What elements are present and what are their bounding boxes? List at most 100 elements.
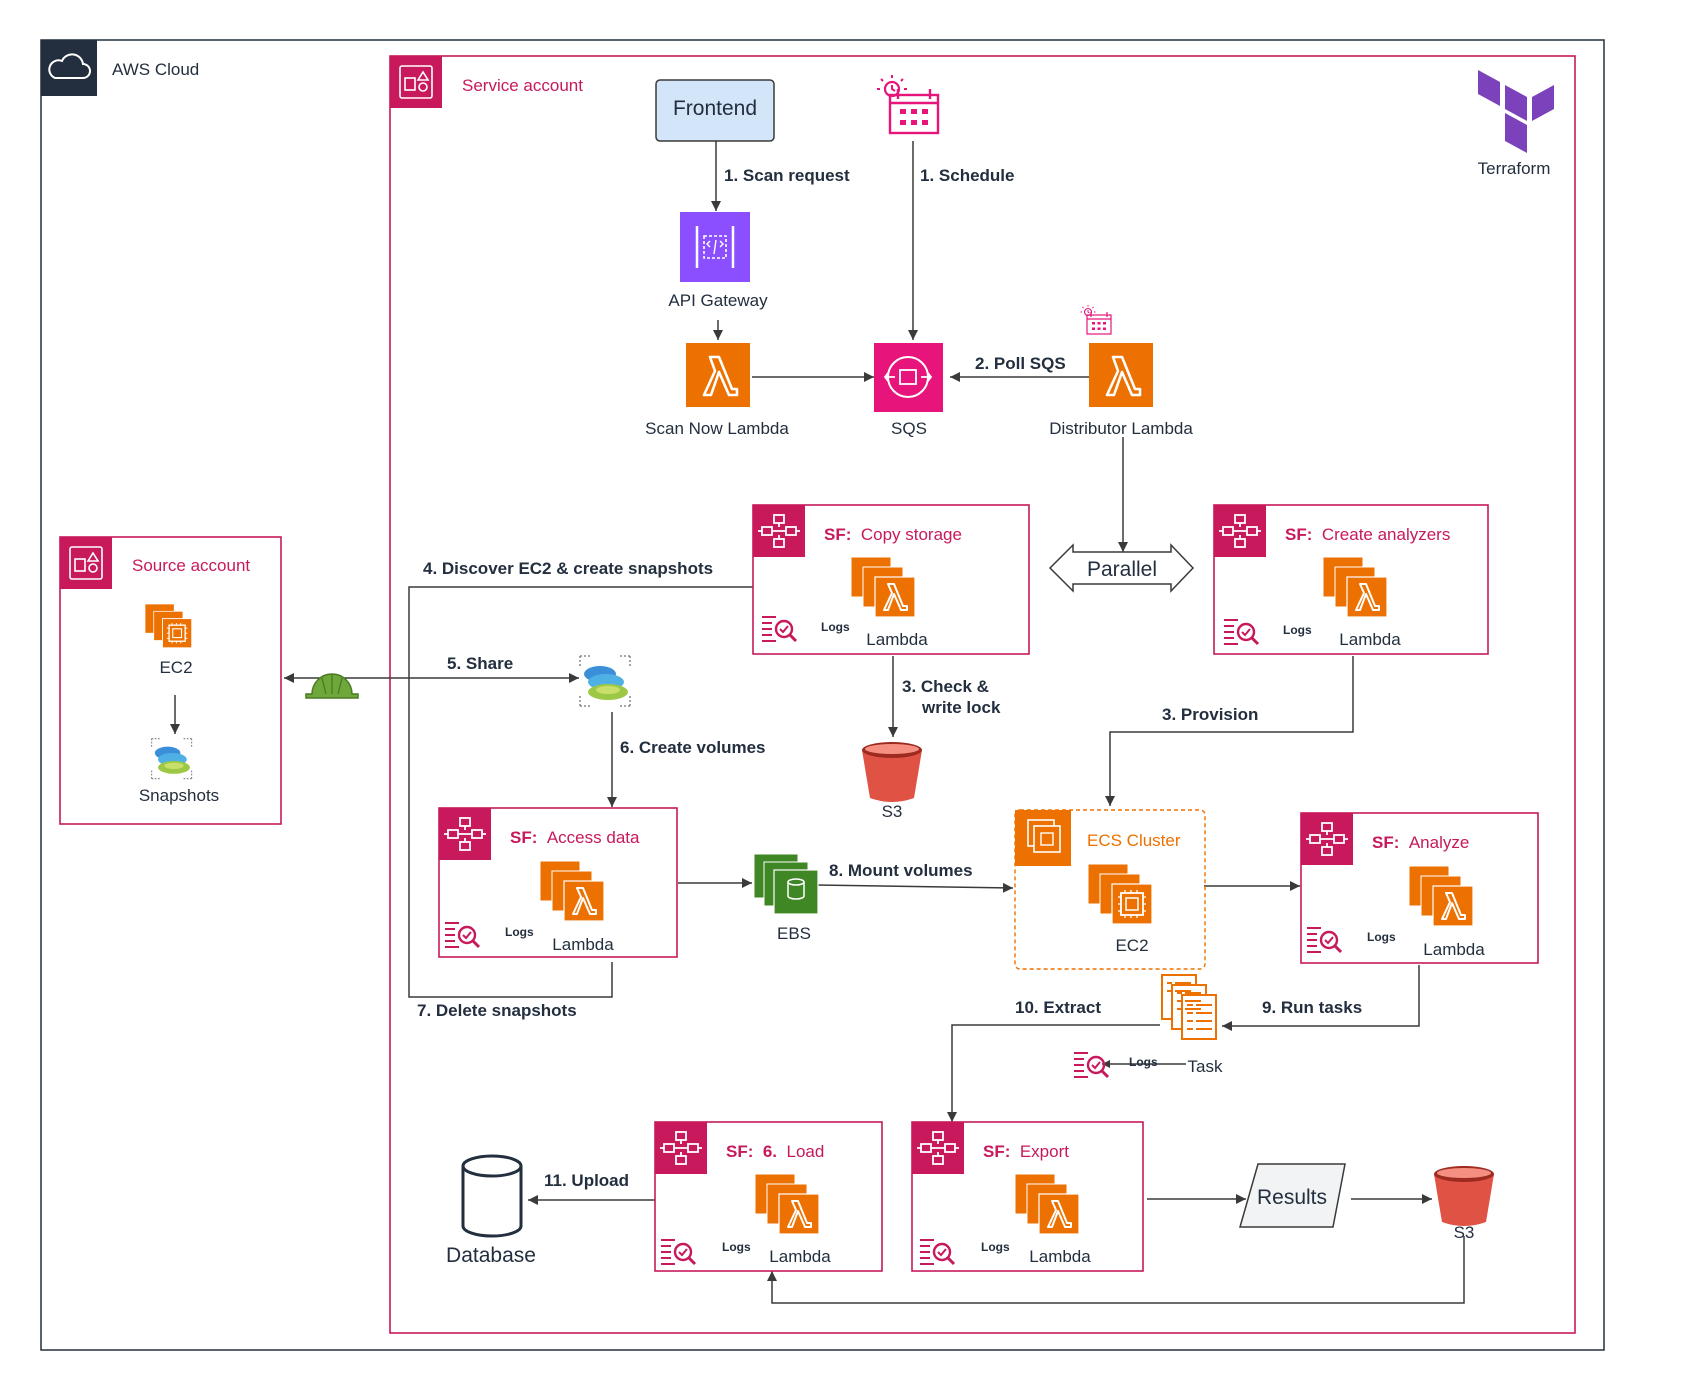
lambda-icon [1087,341,1155,409]
sf-prefix: SF: [1372,833,1399,852]
step-functions-icon [438,807,492,861]
step-upload: 11. Upload [544,1171,629,1190]
lambda-label: Lambda [1423,940,1485,959]
scan-now-lambda-node: Scan Now Lambda [645,341,789,438]
ecs-icon [1015,810,1071,866]
share-helmet-node [305,673,359,699]
step-create-volumes: 6. Create volumes [620,738,766,757]
svg-text:SF: Export: SF: Export [983,1142,1069,1161]
sf-access-data: SF: Access data Logs Lambda [438,807,678,958]
sqs-node: SQS [874,343,943,438]
sf-create-analyzers: SF: Create analyzers Logs Lambda [1213,504,1489,655]
logs-label: Logs [821,620,850,634]
svg-text:SF: Create analyzers: SF: Create analyzers [1285,525,1450,544]
snapshots-icon [579,655,631,707]
scheduler-icon [875,73,940,135]
s3-label: S3 [882,802,903,821]
sf-title: Analyze [1409,833,1469,852]
step-discover: 4. Discover EC2 & create snapshots [423,559,713,578]
task-label: Task [1188,1057,1223,1076]
sf-title: Create analyzers [1322,525,1451,544]
lambda-label: Lambda [769,1247,831,1266]
step-check-lock-2: write lock [921,698,1001,717]
sf-analyze: SF: Analyze Logs Lambda [1300,812,1539,964]
source-account-label: Source account [132,556,250,575]
distributor-lambda-label: Distributor Lambda [1049,419,1193,438]
lambda-label: Lambda [552,935,614,954]
database-node: Database [446,1154,536,1267]
database-label: Database [446,1244,536,1267]
api-gateway-node: API Gateway [668,212,768,310]
lambda-icon [684,341,752,409]
helmet-icon [305,673,359,699]
api-gateway-label: API Gateway [668,291,768,310]
sf-copy-storage: SF: Copy storage Logs Lambda [752,504,1030,655]
logs-label: Logs [505,925,534,939]
logs-label: Logs [722,1240,751,1254]
sf-title: Access data [547,828,640,847]
account-icon [59,536,113,590]
logs-label: Logs [1129,1055,1158,1069]
logs-label: Logs [1367,930,1396,944]
sf-prefix: SF: [1285,525,1312,544]
step-mount-volumes: 8. Mount volumes [829,861,973,880]
step-functions-icon [1213,504,1267,558]
logs-label: Logs [981,1240,1010,1254]
source-snapshots-node: Snapshots [139,737,219,805]
sf-title: Export [1020,1142,1069,1161]
task-icon [1161,974,1217,1040]
sf-export: SF: Export Logs Lambda [911,1121,1144,1272]
ec2-icon [1087,863,1153,925]
sqs-label: SQS [891,419,927,438]
ec2-icon [144,603,193,649]
frontend-label: Frontend [673,97,757,120]
step-functions-icon [1300,812,1354,866]
terraform-logo: Terraform [1478,70,1554,178]
sf-load: SF: 6. Load Logs Lambda [654,1121,883,1272]
results-label: Results [1257,1186,1327,1209]
s3-lock-node: S3 [862,742,922,821]
logs-label: Logs [1283,623,1312,637]
service-account-label: Service account [462,76,583,95]
ecs-cluster-group: ECS Cluster EC2 [1014,809,1206,970]
sf-title: Copy storage [861,525,962,544]
distributor-lambda-node: Distributor Lambda [1049,304,1193,438]
terraform-label: Terraform [1478,159,1551,178]
sf-title: Load [786,1142,824,1161]
ebs-node: EBS [753,853,819,943]
parallel-node: Parallel [1048,543,1195,593]
s3-label: S3 [1454,1223,1475,1242]
step-share: 5. Share [447,654,513,673]
service-account-group: Service account [389,55,1576,1334]
step-provision: 3. Provision [1162,705,1258,724]
sf-prefix: SF: [510,828,537,847]
snapshots-icon [151,737,193,780]
sf-prefix: SF: [983,1142,1010,1161]
source-ec2-node: EC2 [144,603,193,677]
scheduler-icon [1079,304,1112,335]
ecs-cluster-label: ECS Cluster [1087,831,1181,850]
database-icon [461,1154,523,1238]
step-functions-icon [654,1121,708,1175]
service-snapshots-node [579,655,631,707]
step-functions-icon [911,1121,965,1175]
step-poll-sqs: 2. Poll SQS [975,354,1066,373]
lambda-label: Lambda [1029,1247,1091,1266]
snapshots-label: Snapshots [139,786,219,805]
svg-text:SF: Analyze: SF: Analyze [1372,833,1469,852]
step-schedule: 1. Schedule [920,166,1014,185]
step-labels: 1. Scan request 1. Schedule 2. Poll SQS … [417,166,1362,1190]
lambda-label: Lambda [1339,630,1401,649]
aws-cloud-label: AWS Cloud [112,60,199,79]
scheduler-node [875,73,940,135]
ec2-label: EC2 [159,658,192,677]
step-delete-snapshots: 7. Delete snapshots [417,1001,577,1020]
step-check-lock-1: 3. Check & [902,677,989,696]
logs-icon [1072,1051,1110,1079]
ebs-icon [753,853,819,915]
step-extract: 10. Extract [1015,998,1101,1017]
sf-prefix: SF: [726,1142,753,1161]
svg-text:SF: Copy storage: SF: Copy storage [824,525,962,544]
scan-now-lambda-label: Scan Now Lambda [645,419,789,438]
